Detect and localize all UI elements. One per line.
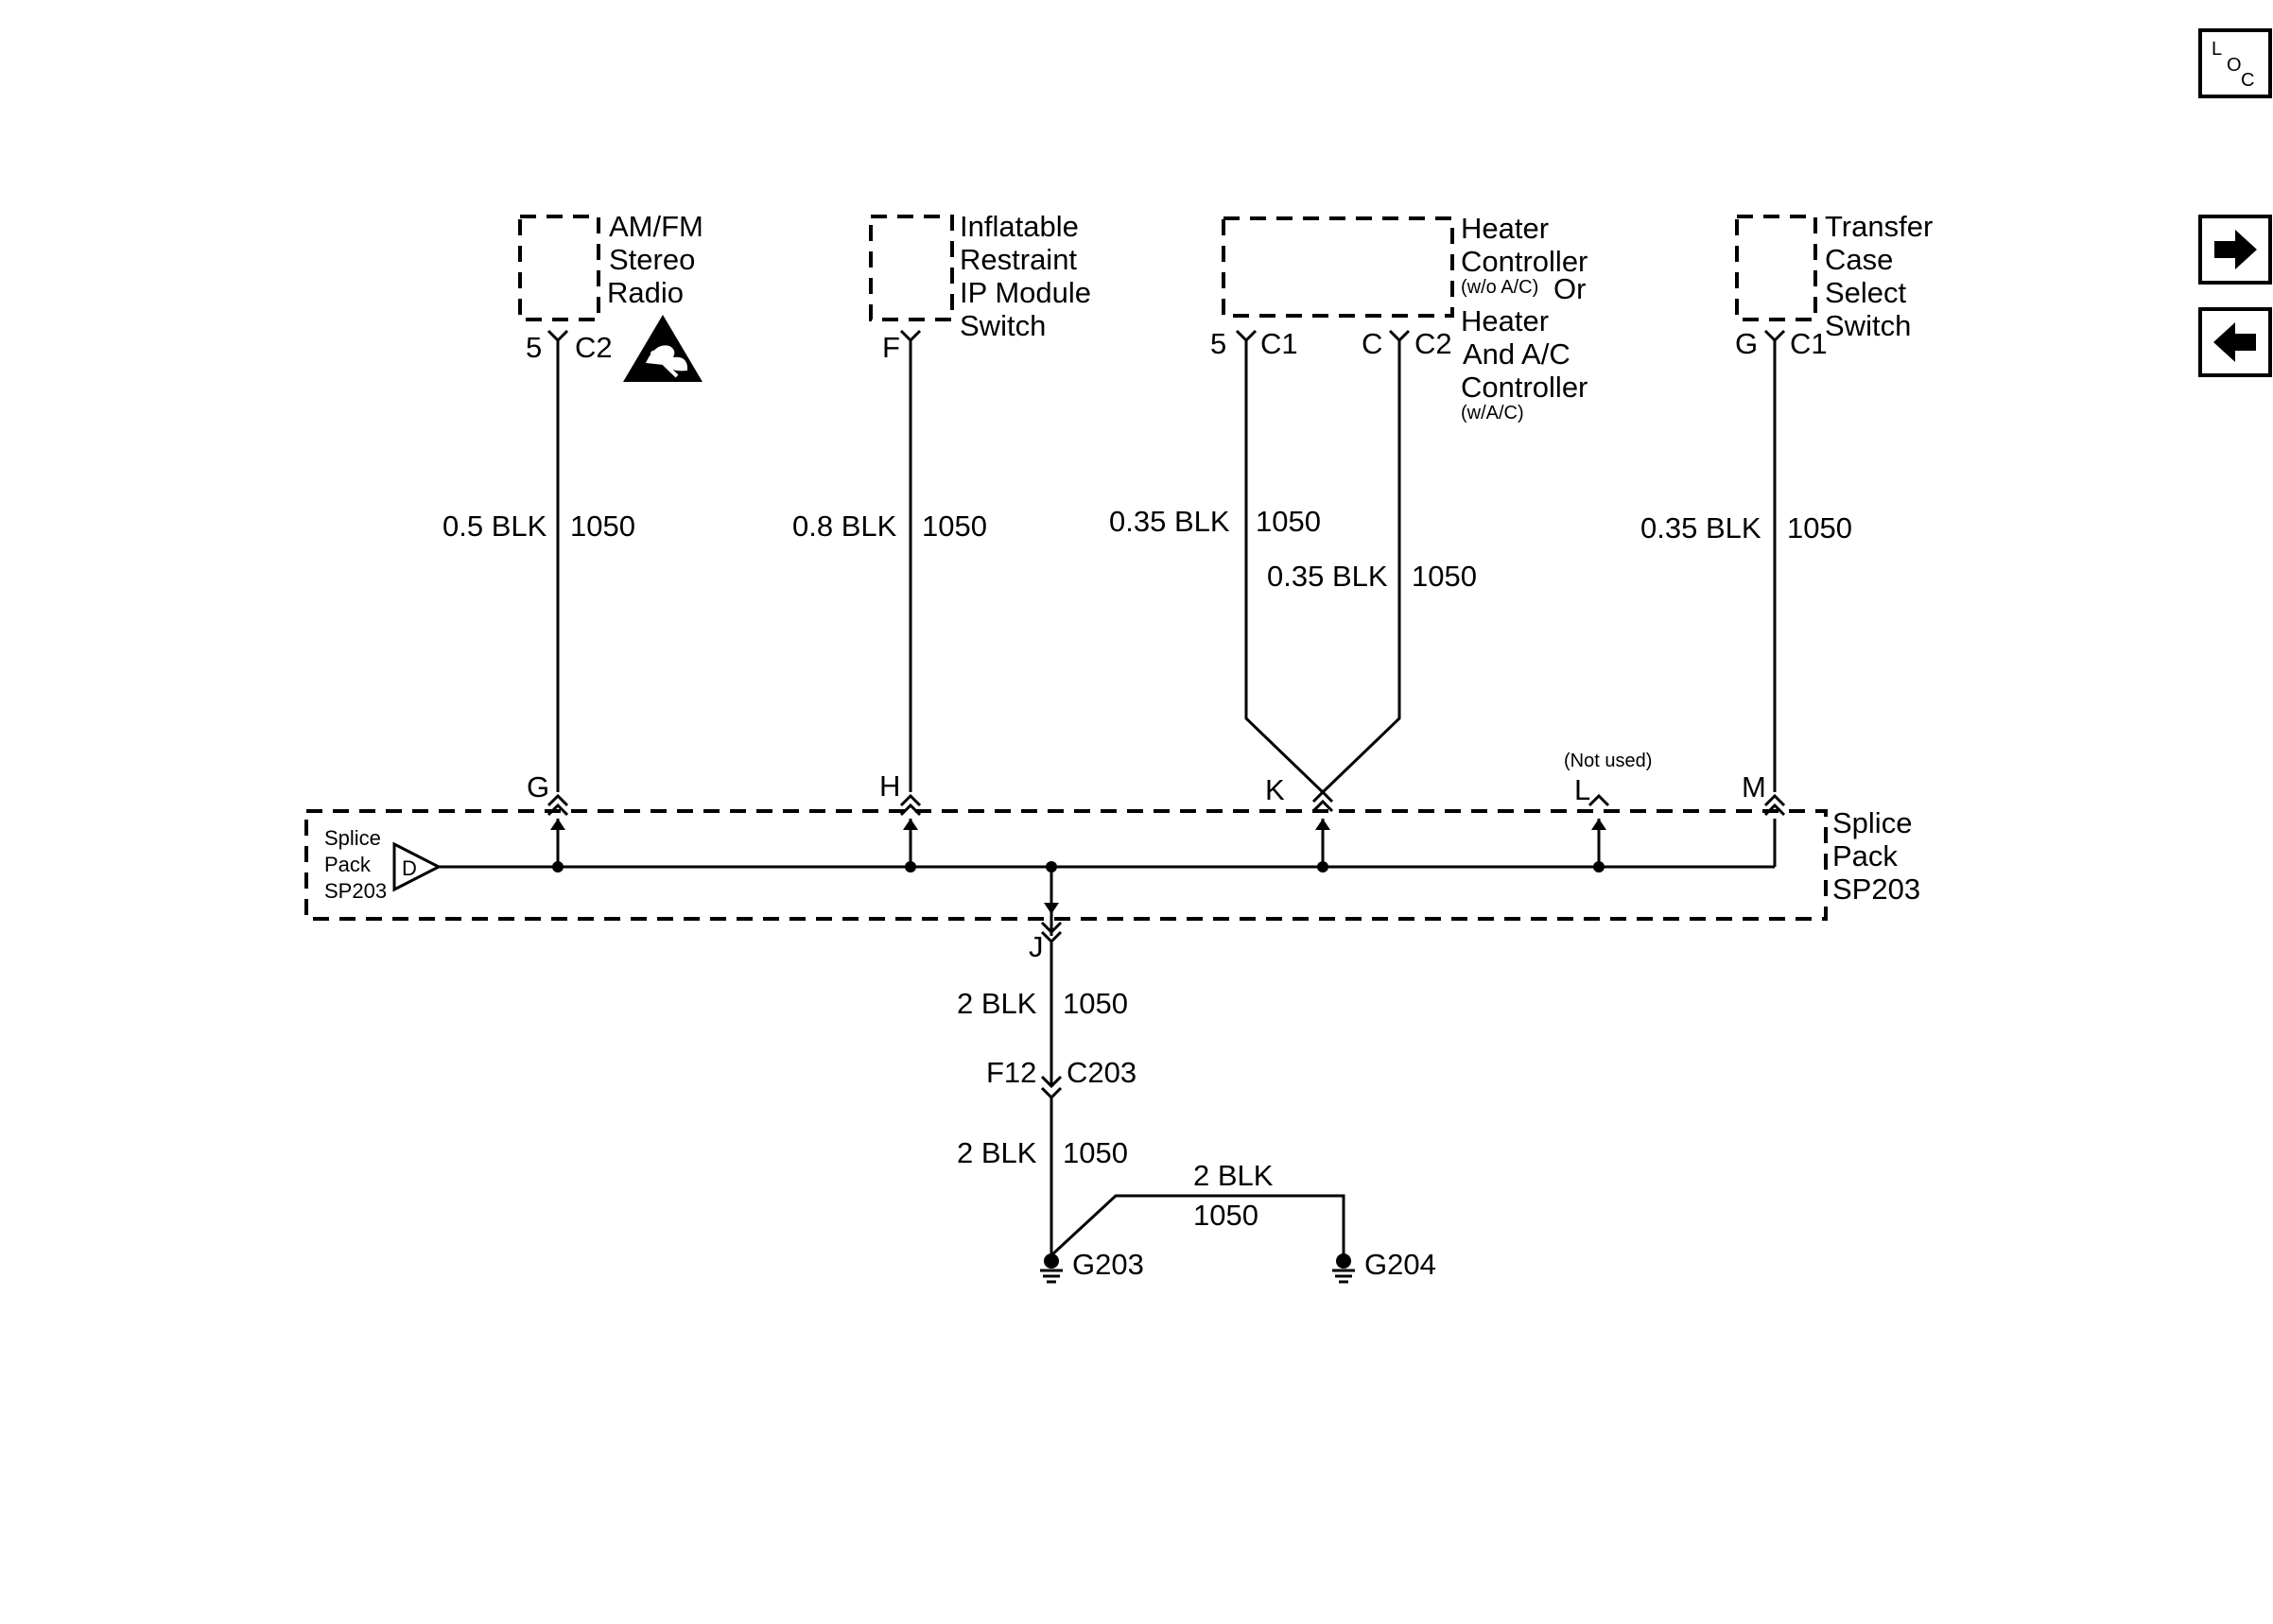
ground-symbol-icon [1040, 1269, 1063, 1284]
main-ground-wire [1050, 942, 1345, 1257]
transfer-wire-circuit: 1050 [1787, 511, 1852, 544]
main-wire-1-circuit: 1050 [1063, 987, 1128, 1020]
loc-letter-l: L [2212, 39, 2222, 60]
splice-triangle-marker [392, 841, 442, 892]
heater-label-line5: Controller [1461, 371, 1588, 404]
heater-controller-component[interactable]: Heater Controller (w/o A/C) Or Heater An… [1222, 212, 1588, 423]
airbag-switch-box [869, 215, 954, 321]
splice-pin-l-not-used: (Not used) [1564, 751, 1652, 771]
radio-label-line2: Stereo [609, 243, 695, 276]
heater-controller-box [1222, 216, 1454, 318]
splice-right-label-line3: SP203 [1832, 872, 1920, 906]
arrow-right-icon [2214, 230, 2257, 269]
splice-pin-j: J [1029, 930, 1044, 963]
radio-label-line3: Radio [607, 276, 684, 309]
heater-note-with-ac: (w/A/C) [1461, 403, 1524, 423]
heater-pin-1: 5 [1210, 327, 1226, 360]
transfer-label-line2: Case [1825, 243, 1893, 276]
component-connector-symbols [547, 329, 1786, 343]
loc-letter-o: O [2227, 55, 2242, 76]
heater-label-line1: Heater [1461, 212, 1549, 245]
heater-wire-1-gauge: 0.35 BLK [1109, 505, 1230, 538]
main-wire-1-gauge: 2 BLK [957, 987, 1037, 1020]
heater-pin-2: C [1362, 327, 1382, 360]
radio-wire-gauge: 0.5 BLK [442, 510, 547, 543]
airbag-label-line3: IP Module [960, 276, 1091, 309]
heater-label-line2: Controller [1461, 245, 1588, 278]
airbag-label-line1: Inflatable [960, 210, 1079, 243]
airbag-pin: F [882, 331, 900, 364]
splice-pin-g: G [527, 770, 549, 803]
radio-pin: 5 [526, 331, 542, 364]
splice-right-label-line2: Pack [1832, 839, 1898, 872]
jumper-wire-circuit: 1050 [1193, 1199, 1258, 1232]
airbag-wire-circuit: 1050 [922, 510, 987, 543]
heater-wire-2-gauge: 0.35 BLK [1267, 560, 1388, 593]
splice-pin-m: M [1742, 770, 1766, 803]
heater-connector-1: C1 [1260, 327, 1298, 360]
loc-letter-c: C [2241, 70, 2254, 91]
splice-pack-sp203[interactable]: D Splice Pack SP203 Splice Pack SP203 [304, 751, 1920, 963]
transfer-label-line3: Select [1825, 276, 1907, 309]
heater-label-line4: And A/C [1463, 337, 1570, 371]
splice-triangle-label: D [402, 856, 417, 880]
next-page-button[interactable] [2198, 215, 2272, 285]
heater-wire-1-circuit: 1050 [1256, 505, 1321, 538]
heater-note-without-ac: (w/o A/C) [1461, 277, 1538, 298]
splice-pin-k: K [1265, 773, 1285, 806]
transfer-label-line4: Switch [1825, 309, 1911, 342]
ground-g204[interactable]: G204 [1332, 1248, 1436, 1284]
airbag-label-line2: Restraint [960, 243, 1077, 276]
heater-label-or: Or [1553, 272, 1586, 305]
ground-symbol-icon [1332, 1269, 1355, 1284]
am-fm-radio-component[interactable]: AM/FM Stereo Radio [518, 210, 703, 321]
radio-wire-circuit: 1050 [570, 510, 635, 543]
transfer-case-switch-component[interactable]: Transfer Case Select Switch [1735, 210, 1933, 342]
heater-wire-2-circuit: 1050 [1412, 560, 1477, 593]
radio-box [518, 215, 600, 321]
upper-wires [556, 340, 1777, 794]
previous-page-button[interactable] [2198, 307, 2272, 377]
splice-pin-l: L [1574, 773, 1590, 806]
splice-left-label-line3: SP203 [324, 879, 387, 903]
main-wire-2-circuit: 1050 [1063, 1136, 1128, 1169]
splice-pin-h: H [879, 769, 900, 803]
airbag-label-line4: Switch [960, 309, 1046, 342]
splice-pack-box [304, 809, 1828, 921]
transfer-connector: C1 [1790, 327, 1828, 360]
heater-connector-2: C2 [1414, 327, 1452, 360]
heater-label-line3: Heater [1461, 304, 1549, 337]
arrow-left-icon [2213, 322, 2256, 362]
jumper-wire-gauge: 2 BLK [1193, 1159, 1274, 1192]
inline-connector-pin: F12 [986, 1056, 1036, 1089]
main-wire-2-gauge: 2 BLK [957, 1136, 1037, 1169]
esd-sensitive-icon [623, 315, 703, 382]
ground-g203[interactable]: G203 [1040, 1248, 1144, 1284]
splice-left-label-line1: Splice [324, 826, 381, 850]
transfer-pin: G [1735, 327, 1758, 360]
radio-label-line1: AM/FM [609, 210, 703, 243]
transfer-label-line1: Transfer [1825, 210, 1933, 243]
airbag-wire-gauge: 0.8 BLK [792, 510, 897, 543]
splice-left-label-line2: Pack [324, 853, 372, 876]
radio-connector: C2 [575, 331, 613, 364]
ground-g204-label: G204 [1364, 1248, 1436, 1281]
transfer-case-box [1735, 215, 1817, 321]
inline-connector-c203[interactable]: F12 C203 [986, 1056, 1136, 1100]
ground-g203-label: G203 [1072, 1248, 1144, 1281]
inline-connector-name: C203 [1067, 1056, 1136, 1089]
inflatable-restraint-switch-component[interactable]: Inflatable Restraint IP Module Switch [869, 210, 1091, 342]
transfer-wire-gauge: 0.35 BLK [1640, 511, 1761, 544]
location-button[interactable]: L O C [2198, 28, 2272, 98]
splice-right-label-line1: Splice [1832, 806, 1912, 839]
